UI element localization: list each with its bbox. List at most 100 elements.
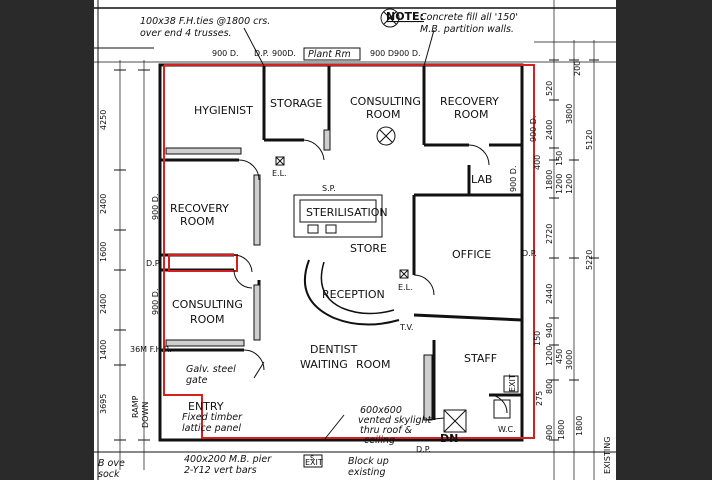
room-label-wc: W.C. [498, 425, 516, 434]
leader-lines [243, 27, 445, 441]
right-dimension: 940 [545, 323, 554, 338]
left-dimension: 3695 [99, 394, 108, 414]
right-outer-dimension: 3800 [565, 104, 574, 124]
note-fragment-ove: B ove [98, 458, 125, 469]
exit-light-box-1 [275, 156, 285, 166]
right-dimension: 400 [533, 155, 542, 170]
right-dimension: 1200 [545, 346, 554, 366]
door-width-label: 900 D. [509, 165, 518, 192]
door-width-label: 900 D. [370, 49, 397, 58]
door-width-label: 900 D. [529, 115, 538, 142]
note-skylight-line-2: vented skylight [358, 415, 433, 426]
door-width-label: 900 D. [394, 49, 421, 58]
room-label-dentist: DENTIST [310, 343, 358, 356]
skylight-symbol [443, 409, 467, 433]
right-outer-dimension: 5120 [585, 130, 594, 150]
right-dimension: 800 [545, 379, 554, 394]
right-outer-dimension: 200 [573, 61, 582, 76]
left-dimension: 2400 [99, 194, 108, 214]
room-label-office: OFFICE [452, 248, 491, 261]
note-timber-panel-line-2: lattice panel [182, 423, 241, 434]
door-width-label: 900D. [272, 49, 296, 58]
room-label-consulting-1-room: ROOM [366, 108, 400, 121]
exit-light-box-2 [399, 269, 409, 279]
note-skylight-line-4: ceiling [364, 435, 395, 446]
room-label-recovery-2-room: ROOM [180, 215, 214, 228]
room-label-sterilisation: STERILISATION [306, 206, 388, 219]
room-label-storage: STORAGE [270, 97, 322, 110]
left-dimension: 2400 [99, 294, 108, 314]
note-pier-line-2: 2-Y12 vert bars [184, 465, 257, 476]
room-label-entry: ENTRY [188, 400, 224, 413]
right-outer-dimension: 5220 [585, 250, 594, 270]
right-dimension: 2440 [545, 284, 554, 304]
right-outer-dimension: 1800 [575, 416, 584, 436]
down-label: DN [440, 432, 458, 445]
note-galv-gate-line-2: gate [186, 375, 208, 386]
right-dimension: 275 [535, 391, 544, 406]
ramp-label: RAMP [131, 395, 140, 418]
room-label-hygienist: HYGIENIST [194, 104, 253, 117]
note-concrete-line-2: M.B. partition walls. [420, 24, 514, 35]
right-dimension: 520 [545, 81, 554, 96]
left-dimension-ticks [114, 69, 150, 441]
hatched-walls [165, 129, 433, 421]
sterilisation-bench [293, 194, 383, 238]
plant-room-box [303, 47, 361, 61]
room-label-staff: STAFF [464, 352, 497, 365]
grid-lines [94, 0, 616, 480]
room-label-waiting-room: ROOM [356, 358, 390, 371]
note-galv-gate-line-1: Galv. steel [186, 364, 236, 375]
note-blockup-line-2: existing [348, 467, 385, 478]
downpipe-label: D.P. [146, 259, 161, 268]
door-swings [233, 139, 508, 414]
right-dimension: 1800 [557, 420, 566, 440]
note-ties-line-1: 100x38 F.H.ties @1800 crs. [140, 16, 270, 27]
exit-sign-label-2: EXIT [305, 458, 323, 467]
room-label-store: STORE [350, 242, 387, 255]
note-label: NOTE: [386, 10, 424, 23]
exit-sign-box-2 [303, 454, 323, 468]
door-width-label: 900 D. [212, 49, 239, 58]
left-dimension: 1600 [99, 242, 108, 262]
note-fragment-s: s [310, 453, 314, 462]
note-skylight-line-3: thru roof & [360, 425, 412, 436]
room-label-consulting-2-room: ROOM [190, 313, 224, 326]
room-label-consulting-1: CONSULTING [350, 95, 421, 108]
right-dimension-ticks [549, 59, 599, 441]
right-outer-dimension: 1200 [565, 174, 574, 194]
note-ties-line-2: over end 4 trusses. [140, 28, 232, 39]
room-label-tv: T.V. [399, 323, 413, 332]
toilet-fixture [493, 399, 511, 419]
right-dimension: 1200 [555, 174, 564, 194]
site-boundary [163, 64, 535, 439]
note-timber-panel-line-1: Fixed timber [182, 412, 243, 423]
room-label-recovery-2: RECOVERY [170, 202, 229, 215]
right-dimension: 900 [545, 425, 554, 440]
ramp-down-label: DOWN [141, 402, 150, 428]
right-dimension: 450 [555, 349, 564, 364]
exit-light-label-1: E.L. [272, 169, 287, 178]
room-label-recovery-1: RECOVERY [440, 95, 499, 108]
room-label-lab: LAB [471, 173, 492, 186]
exit-sign-label: EXIT [508, 374, 517, 392]
downpipe-label: D.P. [416, 445, 431, 454]
room-label-recovery-1-room: ROOM [454, 108, 488, 121]
right-dimension: 1800 [545, 170, 554, 190]
right-dimension: 2400 [545, 120, 554, 140]
downpipe-label: D.P. [254, 49, 269, 58]
door-width-label: 900 D. [151, 288, 160, 315]
exit-light-label-2: E.L. [398, 283, 413, 292]
note-skylight-line-1: 600x600 [360, 405, 402, 416]
right-dimension: 150 [533, 331, 542, 346]
existing-label: EXISTING [603, 437, 612, 474]
note-pier-line-1: 400x200 M.B. pier [184, 454, 272, 465]
floor-plan-drawing: 100x38 F.H.ties @1800 crs. over end 4 tr… [94, 0, 616, 480]
door-width-label: 900 D. [151, 193, 160, 220]
note-concrete-line-1: Concrete fill all '150' [420, 12, 518, 23]
room-label-reception: RECEPTION [322, 288, 385, 301]
note-fragment-sock: sock [98, 469, 120, 480]
reception-desk-inner [320, 261, 395, 315]
exit-sign-box [503, 375, 519, 393]
fire-hose-reel-label: 36M F.H.R. [130, 345, 172, 354]
